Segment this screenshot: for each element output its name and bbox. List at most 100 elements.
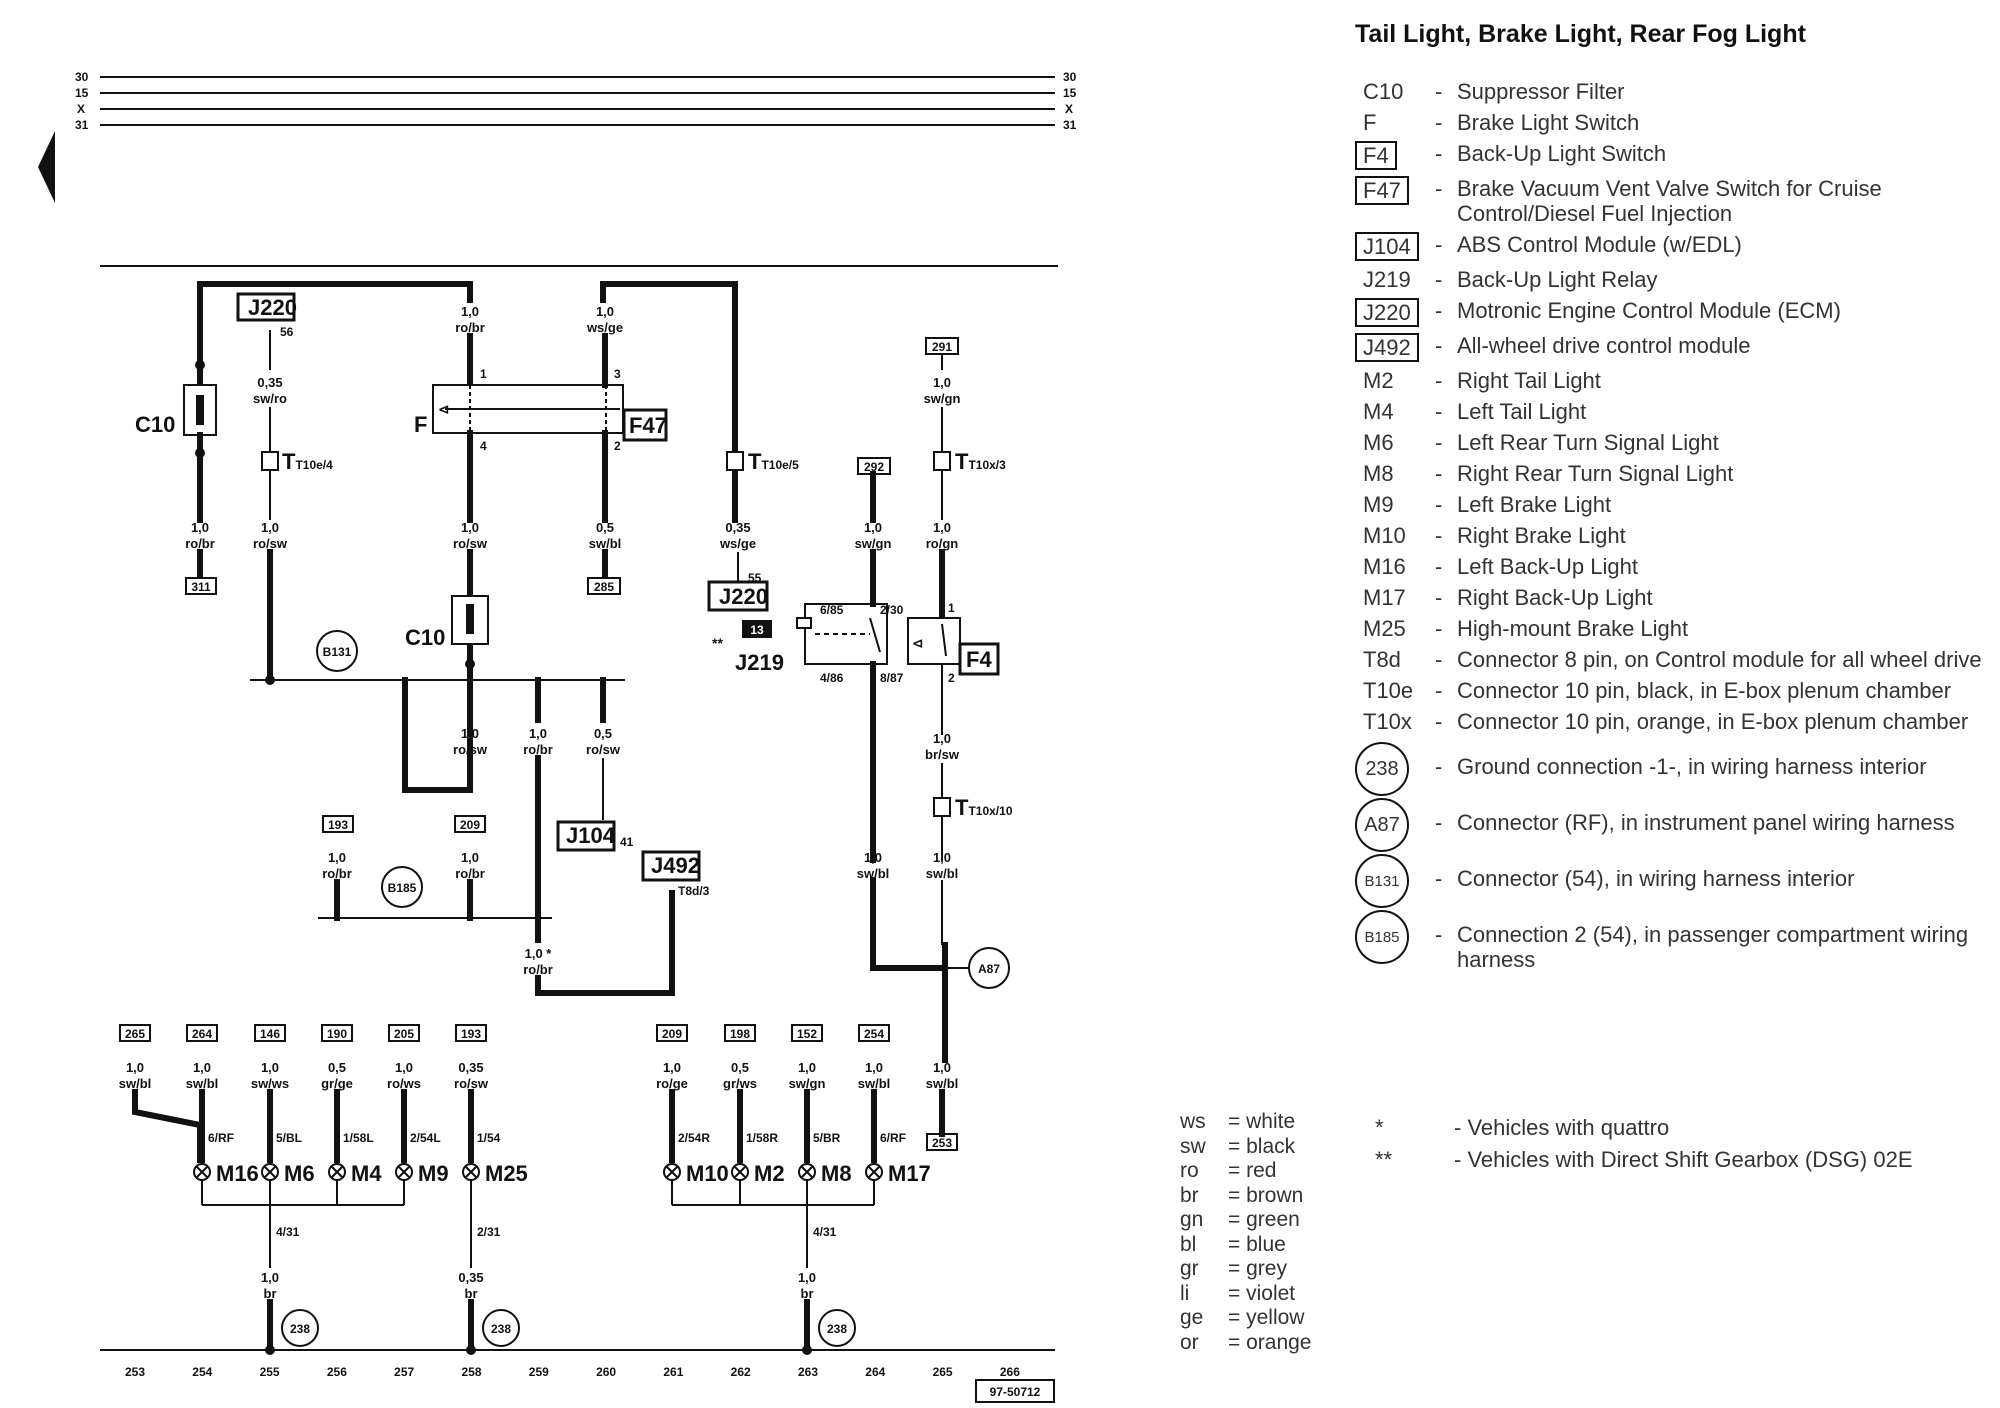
- load-pin: 1/54: [477, 1131, 501, 1145]
- color-name: = brown: [1228, 1183, 1304, 1207]
- wire-size: 0,5: [731, 1060, 749, 1075]
- color-name: = black: [1228, 1134, 1296, 1158]
- legend-item: J104-ABS Control Module (w/EDL): [1355, 232, 1985, 261]
- relay-j219: 6/85 4/86 2/30 8/87 13 ** J219 292 1,0 s…: [712, 457, 948, 971]
- color-abbrev: gr: [1180, 1257, 1199, 1280]
- legend-description: Connector 10 pin, black, in E-box plenum…: [1457, 678, 1952, 703]
- f-label: F: [414, 412, 427, 437]
- legend-code: M8: [1355, 461, 1435, 486]
- color-abbrev: gn: [1180, 1208, 1204, 1231]
- legend-item: T10e-Connector 10 pin, black, in E-box p…: [1355, 678, 1985, 703]
- ref-152[interactable]: [791, 1024, 823, 1042]
- a87-connector: A87: [978, 962, 1000, 976]
- legend-code-text: M16: [1363, 554, 1406, 579]
- t10x10-connector: TT10x/10: [955, 795, 1013, 820]
- legend-code-text: T8d: [1363, 647, 1401, 672]
- ref-265[interactable]: [119, 1024, 151, 1042]
- legend-code-text: M17: [1363, 585, 1406, 610]
- ruler-number: 258: [461, 1365, 481, 1379]
- pin-1: 1: [948, 601, 955, 615]
- legend-item: M9-Left Brake Light: [1355, 492, 1985, 517]
- legend-code-text: M10: [1363, 523, 1406, 548]
- ref-254[interactable]: [858, 1024, 890, 1042]
- legend-item: C10-Suppressor Filter: [1355, 79, 1985, 104]
- legend-dash: -: [1435, 110, 1443, 135]
- color-key-row: gr = grey: [1180, 1257, 1312, 1282]
- legend-item: M2-Right Tail Light: [1355, 368, 1985, 393]
- legend-code-text: M4: [1363, 399, 1394, 424]
- ref-205[interactable]: [388, 1024, 420, 1042]
- wire-size: 1,0: [933, 731, 951, 746]
- wire-color: sw/bl: [857, 866, 890, 881]
- ref-264[interactable]: [186, 1024, 218, 1042]
- wire-color: ro/sw: [253, 536, 288, 551]
- color-name: = grey: [1228, 1257, 1287, 1280]
- legend-item: M10-Right Brake Light: [1355, 523, 1985, 548]
- wire-size: 0,5: [596, 520, 614, 535]
- ground-238: [482, 1309, 520, 1347]
- wire-size: 0,5: [594, 726, 612, 741]
- ref-190[interactable]: [321, 1024, 353, 1042]
- color-key-row: ws= white: [1180, 1110, 1312, 1135]
- legend-code-text: F4: [1355, 141, 1397, 170]
- ground-238: [281, 1309, 319, 1347]
- legend-dash: -: [1435, 678, 1443, 703]
- legend-dash: -: [1435, 267, 1443, 292]
- ruler-number: 266: [1000, 1365, 1020, 1379]
- wire-color: sw/bl: [119, 1076, 152, 1091]
- ref-193[interactable]: [455, 1024, 487, 1042]
- pin-1: 1: [480, 367, 487, 381]
- load-pin: 5/BR: [813, 1131, 841, 1145]
- wire-color: ro/br: [523, 962, 553, 977]
- ref-146[interactable]: [254, 1024, 286, 1042]
- legend-code: M17: [1355, 585, 1435, 610]
- ref-209[interactable]: 209: [460, 818, 480, 832]
- ref-209[interactable]: [656, 1024, 688, 1042]
- legend-code-text: A87: [1355, 798, 1409, 852]
- rail-label-right: 30: [1063, 70, 1077, 84]
- ref-198[interactable]: [724, 1024, 756, 1042]
- legend-code: T8d: [1355, 647, 1435, 672]
- wire-color: br: [465, 1286, 478, 1301]
- pin-56: 56: [280, 325, 294, 339]
- rail-label-right: 15: [1063, 86, 1077, 100]
- prev-page-arrow-icon[interactable]: [38, 131, 55, 203]
- wire-color: sw/gn: [789, 1076, 826, 1091]
- legend-code: M4: [1355, 399, 1435, 424]
- ref-311[interactable]: 311: [191, 580, 211, 594]
- bottom-loads: 2651,0sw/bl2641,0sw/bl6/RFM161461,0sw/ws…: [119, 1024, 958, 1355]
- legend-dash: -: [1435, 866, 1443, 891]
- load-pin: 6/RF: [880, 1131, 906, 1145]
- ruler-number: 256: [327, 1365, 347, 1379]
- lamp-cross: [330, 1165, 344, 1179]
- lamp-label: M6: [284, 1161, 315, 1186]
- figure-id-box: [975, 1379, 1055, 1403]
- wire-size: 1,0: [395, 1060, 413, 1075]
- lamp-cross: [263, 1165, 277, 1179]
- lamp-cross: [464, 1165, 478, 1179]
- ref-193[interactable]: 193: [328, 818, 348, 832]
- legend-dash: -: [1435, 399, 1443, 424]
- legend-code-text: 238: [1355, 742, 1409, 796]
- j492-label: J492: [651, 853, 700, 878]
- ruler-number: 264: [865, 1365, 885, 1379]
- legend-description: Right Rear Turn Signal Light: [1457, 461, 1734, 486]
- ref-291[interactable]: 291: [932, 340, 952, 354]
- legend-dash: -: [1435, 298, 1443, 323]
- legend-description: Connector 10 pin, orange, in E-box plenu…: [1457, 709, 1969, 734]
- color-key-row: br= brown: [1180, 1184, 1312, 1209]
- color-abbrev: ws: [1180, 1110, 1206, 1133]
- legend-item: B185-Connection 2 (54), in passenger com…: [1355, 910, 1985, 972]
- t10e4-connector: TT10e/4: [282, 449, 333, 474]
- wire-color: sw/gn: [924, 391, 961, 406]
- j220-top-label: J220: [248, 295, 297, 320]
- ref-285[interactable]: 285: [594, 580, 614, 594]
- wire-size: 1,0: [461, 726, 479, 741]
- ref-292[interactable]: 292: [864, 460, 884, 474]
- legend-description: High-mount Brake Light: [1457, 616, 1689, 641]
- footnote-row: *- Vehicles with quattro: [1375, 1112, 1913, 1144]
- wire-size: 0,5: [328, 1060, 346, 1075]
- wire-color: ro/br: [322, 866, 352, 881]
